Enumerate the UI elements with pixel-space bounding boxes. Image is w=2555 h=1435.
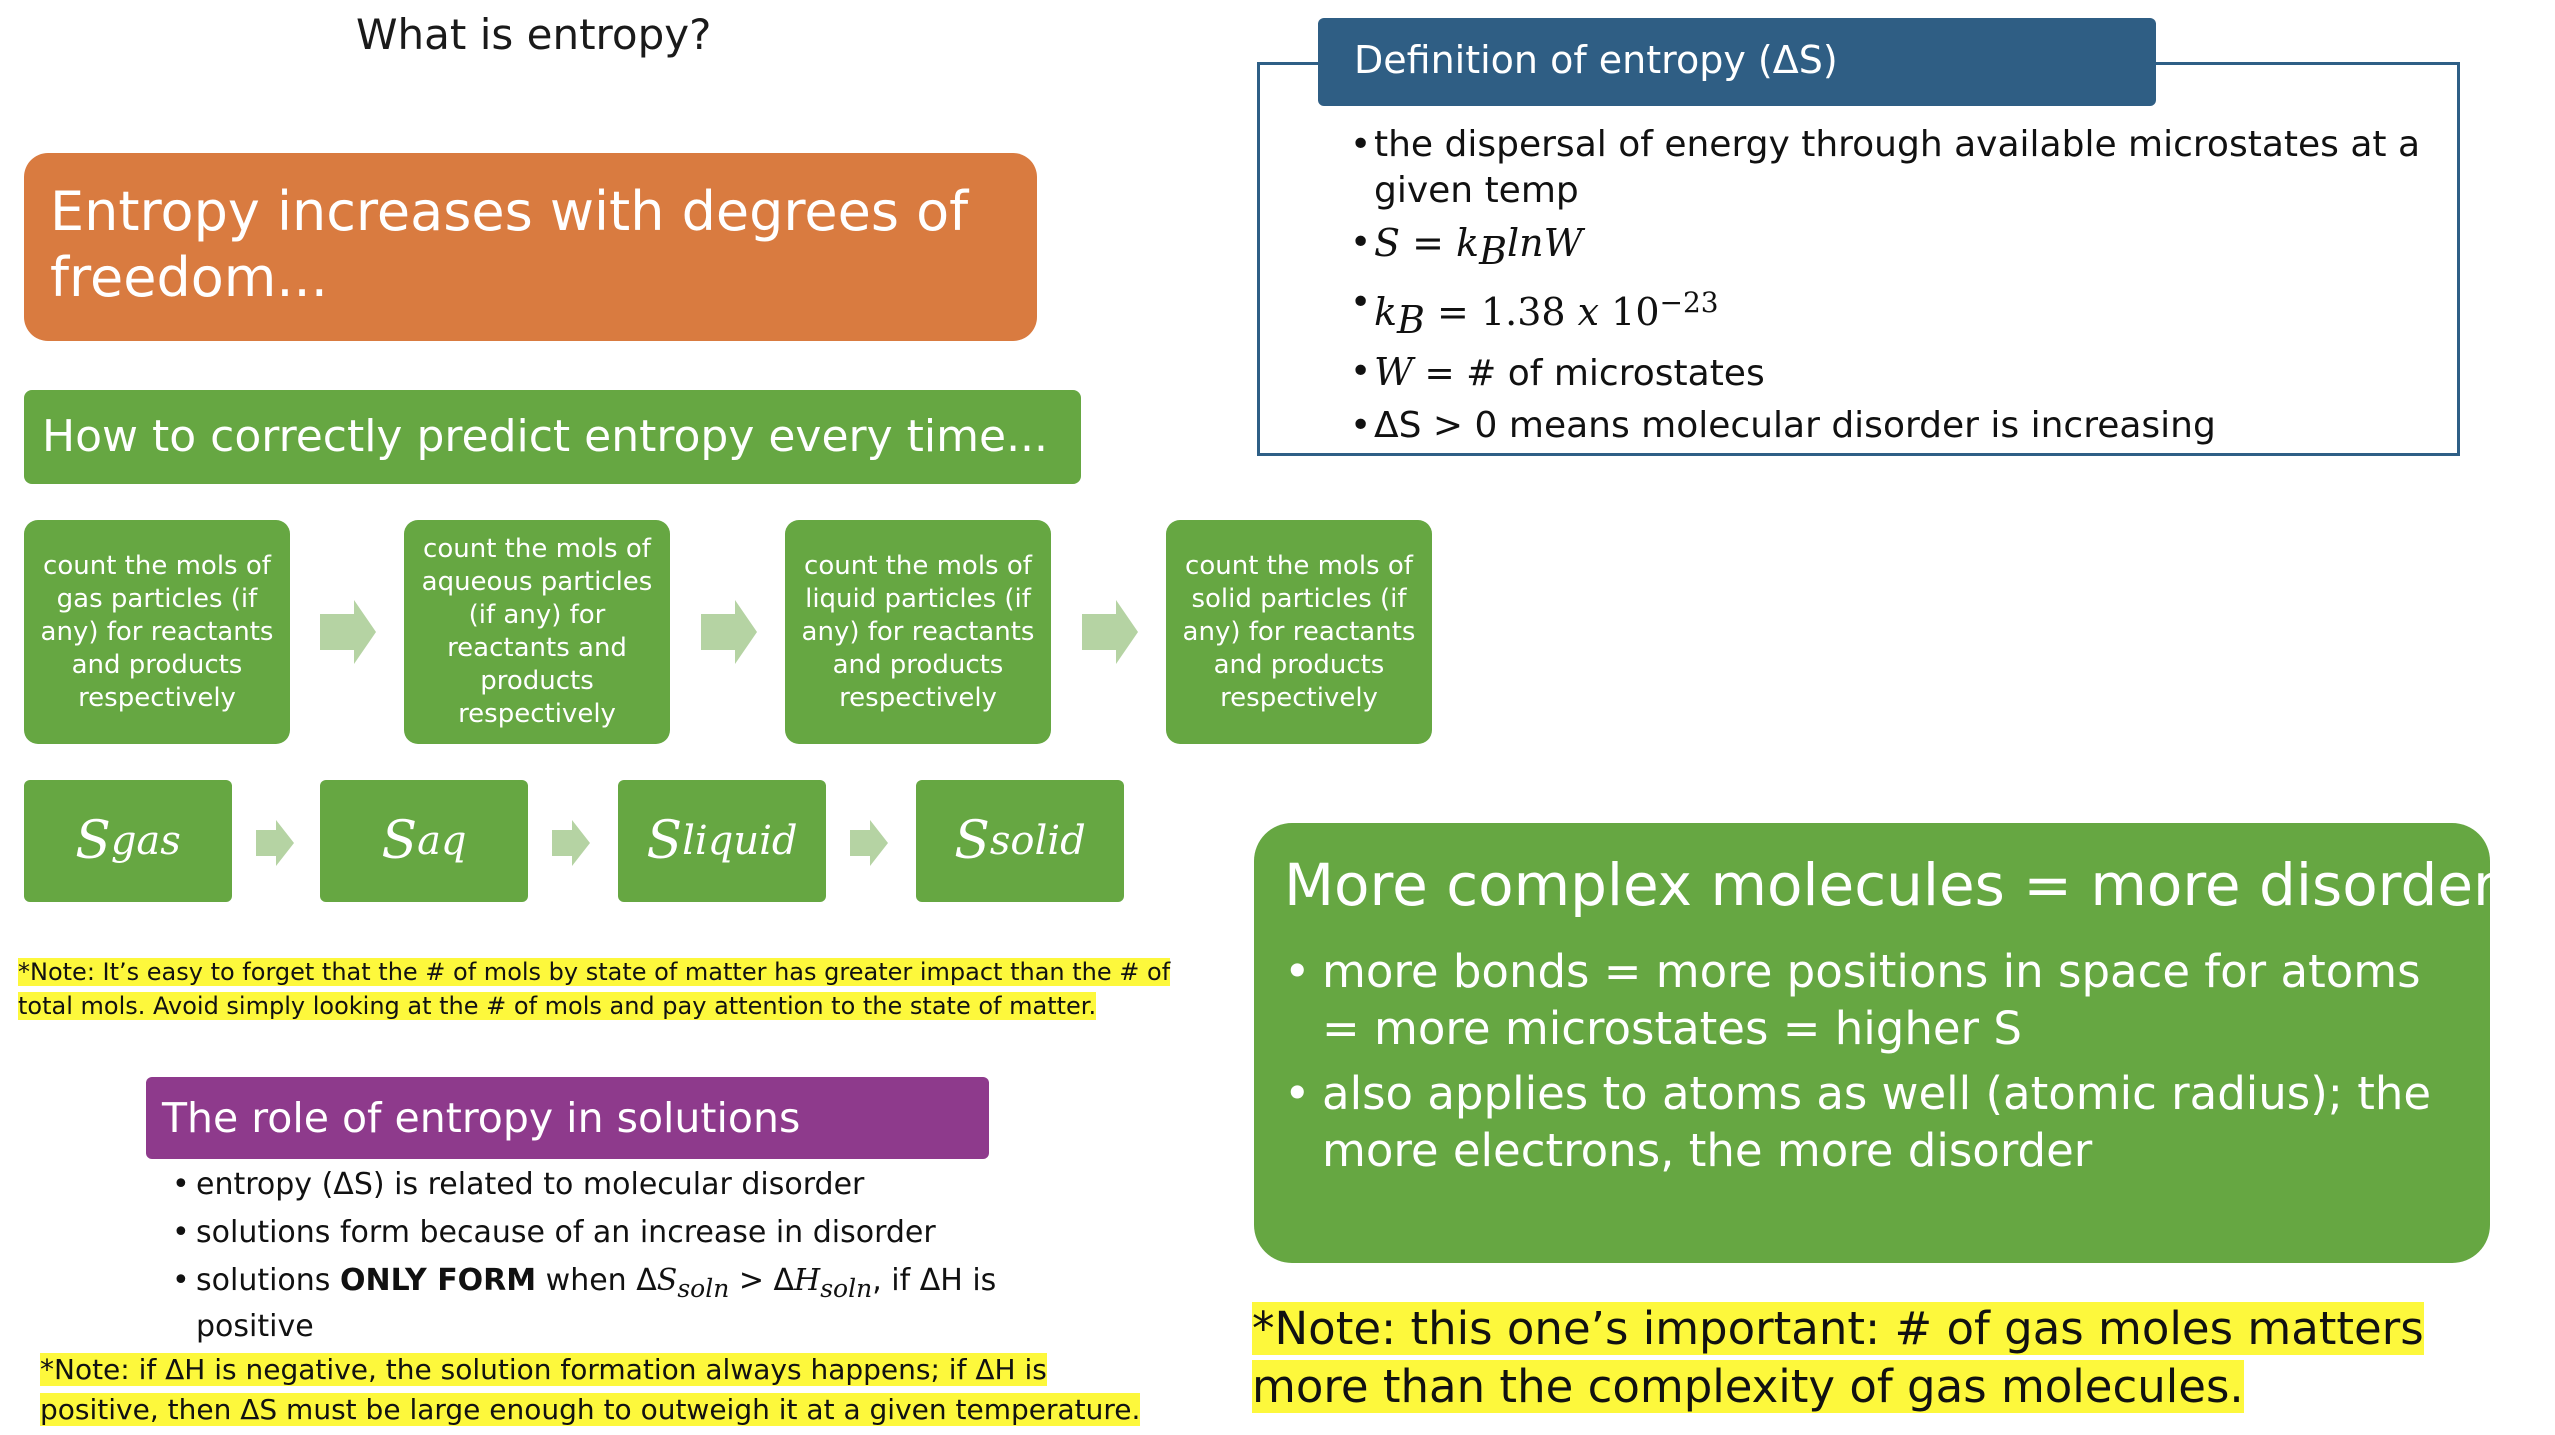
math-subscript: B	[1397, 298, 1425, 343]
step-arrow-2-icon	[735, 600, 757, 664]
order-arrow-2-icon	[572, 820, 590, 866]
entropy-symbol: S	[75, 811, 111, 871]
state-of-matter-note-text: *Note: It’s easy to forget that the # of…	[18, 958, 1171, 1020]
degrees-of-freedom-banner: Entropy increases with degrees of freedo…	[24, 153, 1037, 341]
order-arrow-1-stem	[256, 830, 276, 856]
entropy-subscript: solid	[989, 818, 1086, 864]
step-gas: count the mols of gas particles (if any)…	[24, 520, 290, 744]
s-subscript: soln	[677, 1274, 730, 1303]
item-text: , if ΔH is positive	[196, 1263, 997, 1344]
order-arrow-2-stem	[552, 830, 572, 856]
entropy-symbol: S	[646, 811, 683, 871]
entropy-subscript: gas	[110, 818, 181, 864]
definition-list: the dispersal of energy through availabl…	[1350, 122, 2430, 455]
solutions-list: entropy (ΔS) is related to molecular dis…	[172, 1166, 1072, 1356]
math-text: k	[1374, 290, 1398, 335]
step-arrow-3-stem	[1082, 614, 1116, 650]
math-text: =	[1400, 221, 1457, 265]
math-subscript: B	[1479, 229, 1508, 274]
step-gas-text: count the mols of gas particles (if any)…	[40, 550, 274, 713]
complex-molecules-title: More complex molecules = more disorder	[1284, 851, 2497, 919]
list-item: the dispersal of energy through availabl…	[1350, 122, 2430, 214]
step-arrow-1-icon	[354, 600, 376, 664]
solutions-header: The role of entropy in solutions	[146, 1077, 989, 1159]
list-item: solutions ONLY FORM when ΔSsoln > ΔHsoln…	[172, 1262, 1072, 1346]
math-text: S	[1374, 221, 1401, 265]
list-item: also applies to atoms as well (atomic ra…	[1284, 1065, 2464, 1179]
math-text: k	[1456, 221, 1480, 265]
math-text: 10	[1599, 290, 1660, 335]
s-symbol: S	[656, 1263, 678, 1298]
list-item: entropy (ΔS) is related to molecular dis…	[172, 1166, 1072, 1204]
h-symbol: H	[794, 1263, 821, 1298]
gas-moles-note-text: *Note: this one’s important: # of gas mo…	[1252, 1302, 2424, 1413]
entropy-symbol: S	[381, 811, 418, 871]
item-text: solutions	[196, 1263, 340, 1298]
entropy-subscript: aq	[417, 818, 467, 864]
math-text: W	[1374, 350, 1414, 395]
step-arrow-3-icon	[1116, 600, 1138, 664]
enthalpy-note: *Note: if ΔH is negative, the solution f…	[40, 1350, 1160, 1430]
predict-entropy-header: How to correctly predict entropy every t…	[24, 390, 1081, 484]
order-arrow-3-stem	[850, 830, 870, 856]
formula-kb: kB = 1.38 x 10−23	[1350, 280, 2430, 343]
item-text: when Δ	[536, 1263, 657, 1298]
step-aqueous: count the mols of aqueous particles (if …	[404, 520, 670, 744]
order-arrow-1-icon	[276, 820, 294, 866]
enthalpy-note-text: *Note: if ΔH is negative, the solution f…	[40, 1353, 1141, 1426]
entropy-symbol: S	[954, 811, 990, 871]
step-liquid-text: count the mols of liquid particles (if a…	[801, 550, 1035, 713]
gas-moles-note: *Note: this one’s important: # of gas mo…	[1252, 1300, 2472, 1416]
step-liquid: count the mols of liquid particles (if a…	[785, 520, 1051, 744]
list-item: ΔS > 0 means molecular disorder is incre…	[1350, 403, 2430, 449]
math-text: = 1.38	[1424, 290, 1578, 335]
math-text: x	[1577, 290, 1600, 335]
complex-molecules-list: more bonds = more positions in space for…	[1284, 943, 2464, 1187]
state-of-matter-note: *Note: It’s easy to forget that the # of…	[18, 955, 1198, 1023]
step-aqueous-text: count the mols of aqueous particles (if …	[421, 534, 653, 729]
formula-boltzmann: S = kBlnW	[1350, 220, 2430, 274]
definition-header: Definition of entropy (ΔS)	[1318, 18, 2156, 106]
page-title: What is entropy?	[356, 10, 712, 59]
entropy-subscript: liquid	[682, 818, 798, 864]
step-arrow-1-stem	[320, 614, 354, 650]
list-item: more bonds = more positions in space for…	[1284, 943, 2464, 1057]
math-text: lnW	[1507, 221, 1583, 265]
complex-molecules-box: More complex molecules = more disorder m…	[1254, 823, 2497, 1263]
math-exponent: −23	[1659, 286, 1719, 320]
order-arrow-3-icon	[870, 820, 888, 866]
item-text: > Δ	[729, 1263, 795, 1298]
item-text: = # of microstates	[1413, 353, 1765, 395]
list-item: solutions form because of an increase in…	[172, 1214, 1072, 1252]
h-subscript: soln	[820, 1274, 873, 1303]
only-form-emphasis: ONLY FORM	[339, 1263, 537, 1298]
step-arrow-2-stem	[701, 614, 735, 650]
step-solid: count the mols of solid particles (if an…	[1166, 520, 1432, 744]
step-solid-text: count the mols of solid particles (if an…	[1182, 550, 1416, 713]
formula-w: W = # of microstates	[1350, 349, 2430, 397]
